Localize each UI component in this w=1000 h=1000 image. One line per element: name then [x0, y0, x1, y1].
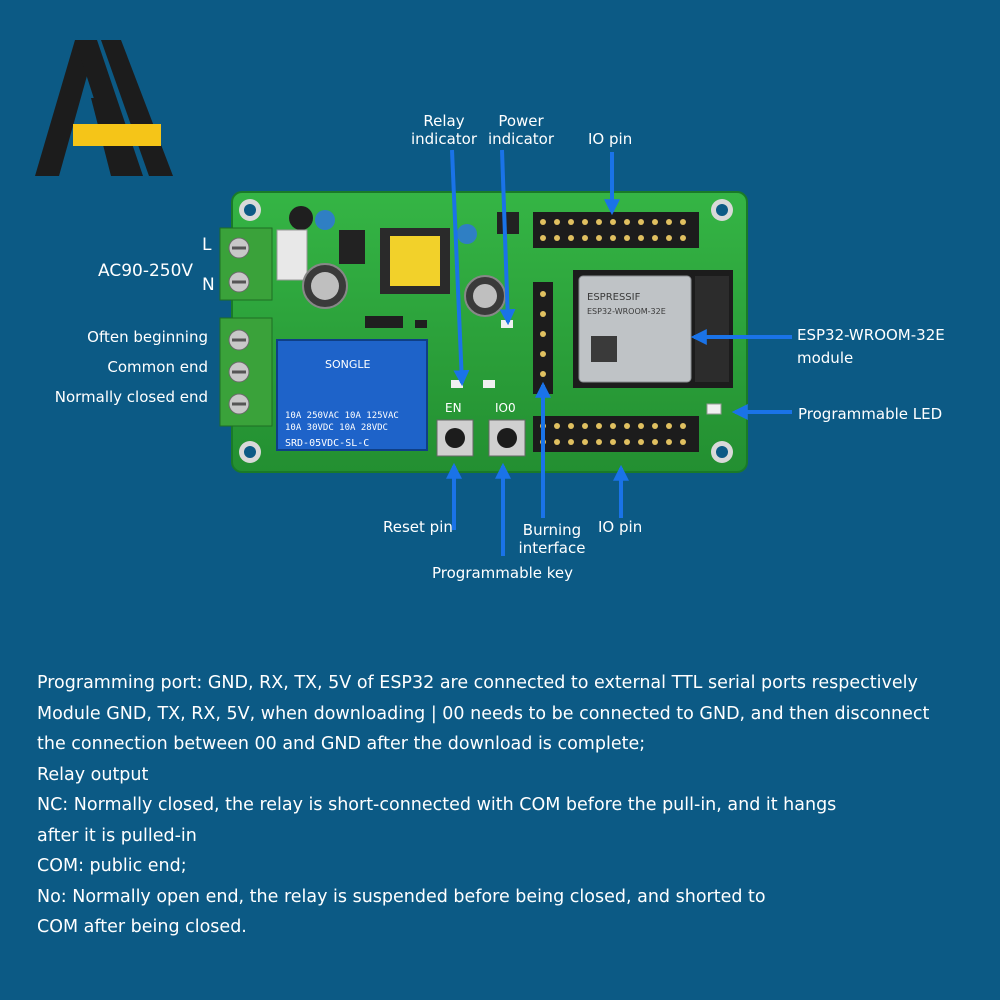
label-n: N — [202, 275, 215, 295]
description-line: No: Normally open end, the relay is susp… — [37, 886, 766, 907]
label-power-indicator-line2: indicator — [487, 130, 555, 148]
arrow-power-indicator — [499, 149, 516, 326]
label-often-beginning: Often beginning — [87, 328, 208, 346]
io-header-top — [533, 212, 699, 248]
ac-terminal — [219, 227, 273, 301]
relay-terminal — [219, 317, 273, 427]
label-io-pin-bottom: IO pin — [598, 518, 643, 536]
label-burning-interface: Burning interface — [512, 521, 592, 557]
relay-brand: SONGLE — [325, 358, 371, 371]
label-relay-indicator-line2: indicator — [410, 130, 478, 148]
en-label: EN — [445, 401, 462, 415]
description-line: Relay output — [37, 764, 149, 785]
label-programmable-key: Programmable key — [432, 564, 574, 582]
label-power-indicator-line1: Power — [498, 112, 544, 130]
label-common-end: Common end — [107, 358, 208, 376]
description-line: Programming port: GND, RX, TX, 5V of ESP… — [37, 673, 918, 693]
description-line: COM: public end; — [37, 856, 187, 876]
label-relay-indicator: Relay indicator — [402, 112, 486, 148]
description-block: Programming port: GND, RX, TX, 5V of ESP… — [37, 668, 977, 943]
relay-rating-1: 10A 250VAC 10A 125VAC — [285, 411, 399, 421]
description-line: the connection between 00 and GND after … — [37, 734, 646, 754]
description-line: COM after being closed. — [37, 917, 247, 937]
description-line: NC: Normally closed, the relay is short-… — [37, 795, 837, 815]
module-name: ESP32-WROOM-32E — [587, 307, 666, 316]
label-burning-interface-line2: interface — [518, 539, 586, 557]
label-programmable-led: Programmable LED — [798, 405, 943, 423]
label-ac-voltage: AC90-250V — [98, 261, 194, 281]
brand-logo — [35, 40, 173, 176]
description-line: after it is pulled-in — [37, 825, 197, 846]
io-header-bottom — [533, 416, 699, 452]
arrow-relay-indicator — [450, 149, 470, 387]
label-relay-indicator-line1: Relay — [423, 112, 465, 130]
power-section — [276, 206, 519, 328]
module-brand: ESPRESSIF — [587, 292, 641, 303]
programming-header — [533, 282, 553, 394]
io0-label: IO0 — [495, 401, 516, 415]
relay: SONGLE 10A 250VAC 10A 125VAC 10A 30VDC 1… — [276, 339, 428, 451]
buttons: EN IO0 — [436, 401, 526, 457]
label-burning-interface-line1: Burning — [522, 521, 582, 539]
label-normally-closed-end: Normally closed end — [54, 388, 208, 406]
label-io-pin-top: IO pin — [588, 130, 633, 148]
relay-rating-2: 10A 30VDC 10A 28VDC — [285, 423, 388, 433]
pcb-board: SONGLE 10A 250VAC 10A 125VAC 10A 30VDC 1… — [219, 191, 748, 473]
relay-model: SRD-05VDC-SL-C — [285, 438, 369, 449]
description-line: Module GND, TX, RX, 5V, when downloading… — [37, 703, 930, 724]
label-reset-pin: Reset pin — [383, 518, 453, 536]
label-esp32-module: ESP32-WROOM-32E module — [797, 324, 945, 370]
label-esp32-module-line2: module — [797, 349, 854, 367]
label-esp32-module-line1: ESP32-WROOM-32E — [797, 326, 945, 344]
label-l: L — [202, 235, 212, 255]
mounting-holes — [239, 199, 733, 463]
label-power-indicator: Power indicator — [480, 112, 562, 148]
